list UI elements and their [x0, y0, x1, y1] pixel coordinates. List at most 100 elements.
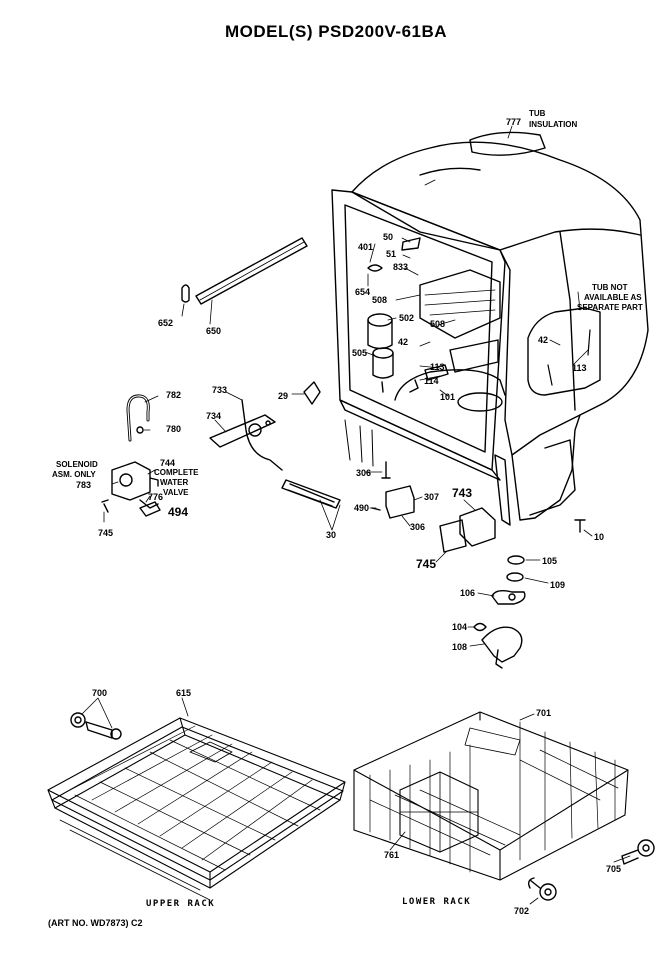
part-label: 490 [354, 503, 369, 513]
part-782-hose [126, 394, 150, 442]
part-108-impeller [481, 626, 523, 663]
part-745-screw [101, 499, 109, 513]
part-label: 494 [168, 505, 188, 519]
note-line: TUB [529, 109, 546, 118]
part-label: 508 [372, 295, 387, 305]
part-494-bracket [139, 501, 161, 517]
part-labels: 777 401 50 51 833 654 508 508 502 42 42 … [76, 117, 621, 916]
part-705-rack-roller [621, 839, 655, 865]
note-line: ASM. ONLY [52, 470, 96, 479]
part-label: 745 [98, 528, 113, 538]
part-label: 780 [166, 424, 181, 434]
part-label: 777 [506, 117, 521, 127]
detergent-dispenser [419, 269, 501, 339]
part-label: 29 [278, 391, 288, 401]
part-650-gasket-strip [195, 237, 308, 305]
leader-lines [81, 125, 631, 905]
part-label: 30 [326, 530, 336, 540]
part-label: 51 [386, 249, 396, 259]
tub-back-curve [419, 167, 481, 176]
part-label: 702 [514, 906, 529, 916]
part-label: 109 [550, 580, 565, 590]
part-306-screw [381, 461, 391, 479]
part-label: 101 [440, 392, 455, 402]
lower-rack [353, 711, 629, 881]
tub-inner-parts [367, 237, 506, 412]
part-734-bracket [209, 414, 276, 448]
tub-not-available-note: TUB NOT AVAILABLE AS SEPARATE PART [577, 283, 643, 312]
part-745-gasket [439, 519, 467, 553]
tub-seam [559, 231, 576, 411]
art-number: (ART NO. WD7873) C2 [48, 918, 143, 928]
tub-front-frame [331, 189, 581, 526]
tub-insulation-pad [469, 131, 546, 156]
part-652-clip [181, 284, 190, 303]
part-label: 783 [76, 480, 91, 490]
note-line: SEPARATE PART [577, 303, 643, 312]
part-label: 106 [460, 588, 475, 598]
upper-rack [47, 717, 346, 901]
tub-outer-shell [351, 141, 649, 456]
note-line: TUB NOT [592, 283, 628, 292]
part-label: 113 [430, 362, 445, 372]
solenoid-note: SOLENOID ASM. ONLY [52, 460, 98, 479]
page-title: MODEL(S) PSD200V-61BA [224, 22, 448, 41]
part-307-bracket [385, 485, 415, 519]
part-29-clip [303, 381, 321, 405]
note-line: WATER [160, 478, 189, 487]
part-label: 743 [452, 486, 472, 500]
part-label: 705 [606, 864, 621, 874]
part-label: 700 [92, 688, 107, 698]
part-505-cylinder [372, 347, 394, 359]
part-label: 744 [160, 458, 175, 468]
note-line: SOLENOID [56, 460, 98, 469]
part-30-heater-element [281, 479, 341, 509]
part-label: 108 [452, 642, 467, 652]
tub-side-panel [527, 307, 601, 396]
tub-insulation-note: TUB INSULATION [529, 109, 578, 129]
part-label: 733 [212, 385, 227, 395]
part-label: 42 [398, 337, 408, 347]
part-label: 10 [594, 532, 604, 542]
note-line: INSULATION [529, 120, 578, 129]
part-label: 307 [424, 492, 439, 502]
part-label: 401 [358, 242, 373, 252]
part-733-wire [241, 399, 283, 471]
part-104-washer [473, 622, 487, 632]
water-valve-assembly [111, 461, 159, 509]
part-label: 734 [206, 411, 221, 421]
note-line: AVAILABLE AS [584, 293, 642, 302]
part-label: 113 [572, 363, 587, 373]
part-label: 782 [166, 390, 181, 400]
part-label: 745 [416, 557, 436, 571]
part-label: 505 [352, 348, 367, 358]
lower-rack-caption: LOWER RACK [402, 897, 471, 907]
part-label: 761 [384, 850, 399, 860]
part-label: 502 [399, 313, 414, 323]
part-101-heater [394, 369, 506, 401]
part-780-clamp [136, 426, 144, 434]
part-label: 652 [158, 318, 173, 328]
part-label: 306 [356, 468, 371, 478]
part-105-washer [507, 555, 525, 565]
part-700-rack-roller [70, 712, 122, 740]
tub-right-rim [499, 228, 641, 251]
part-label: 776 [148, 492, 163, 502]
part-label: 701 [536, 708, 551, 718]
part-label: 306 [410, 522, 425, 532]
part-label: 114 [424, 376, 439, 386]
part-10-screw [574, 519, 586, 533]
part-label: 105 [542, 556, 557, 566]
note-line: COMPLETE [154, 468, 199, 477]
part-label: 42 [538, 335, 548, 345]
part-label: 654 [355, 287, 370, 297]
part-702-rack-roller [527, 877, 557, 901]
part-106-plate [491, 589, 526, 605]
note-line: VALVE [163, 488, 189, 497]
part-label: 104 [452, 622, 467, 632]
water-valve-note: COMPLETE WATER VALVE [154, 468, 199, 497]
part-label: 650 [206, 326, 221, 336]
part-label: 50 [383, 232, 393, 242]
part-label: 615 [176, 688, 191, 698]
